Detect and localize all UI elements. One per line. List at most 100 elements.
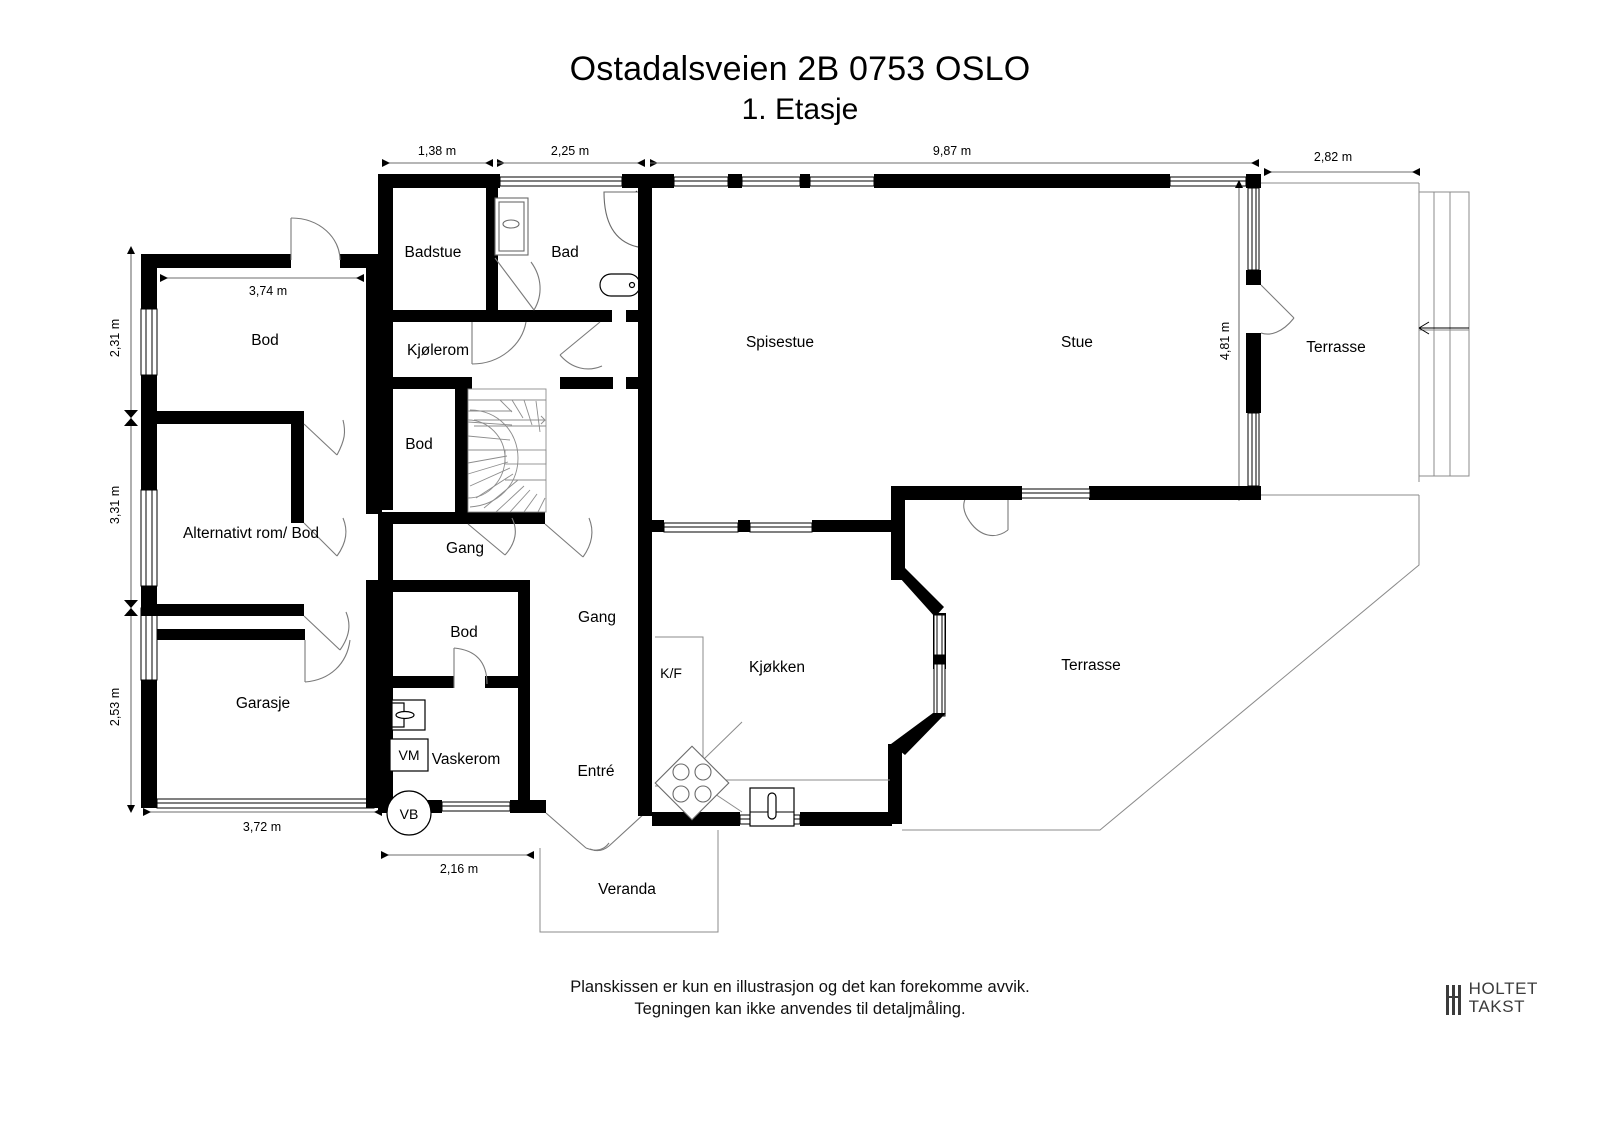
wall-east-living-corner-s bbox=[1246, 486, 1261, 500]
title-block: Ostadalsveien 2B 0753 OSLO 1. Etasje bbox=[0, 48, 1600, 130]
terrasse-lower-outline bbox=[902, 495, 1420, 831]
wall-interior-alt-vert bbox=[291, 411, 304, 511]
wall-kjolerom-bottom-c bbox=[560, 377, 600, 389]
window-north-living-4 bbox=[1169, 176, 1247, 187]
room-label-kjolerom: Kjølerom bbox=[407, 342, 469, 359]
window-spisestue-south-1 bbox=[663, 522, 739, 533]
wall-kitchen-south-b bbox=[800, 812, 892, 826]
dim-left-1: 2,31 m bbox=[108, 319, 122, 357]
logo-line-2: TAKST bbox=[1468, 997, 1526, 1016]
window-spisestue-south-2 bbox=[749, 522, 813, 533]
kitchen-bay-walls bbox=[888, 568, 946, 824]
wall-vaskerom-east-b bbox=[518, 710, 530, 810]
door-bod-stair-gang bbox=[467, 517, 516, 556]
wall-south-stue-b bbox=[1008, 486, 1022, 500]
dim-top-3: 9,87 m bbox=[933, 144, 971, 158]
wall-north-west-a bbox=[141, 254, 291, 268]
window-north-living-1 bbox=[673, 176, 729, 187]
wall-east-living-a bbox=[1246, 270, 1261, 285]
door-alt-gang bbox=[303, 517, 347, 557]
wall-interior-alt-garage-b bbox=[291, 604, 304, 616]
wall-west-4 bbox=[141, 680, 157, 802]
dim-inner-216 bbox=[381, 851, 534, 859]
washing-machine bbox=[389, 738, 429, 772]
wall-west-2 bbox=[141, 375, 157, 490]
room-label-terrasse-upper: Terrasse bbox=[1306, 339, 1365, 356]
wall-center-spine-6 bbox=[638, 626, 652, 816]
stove-icon bbox=[654, 745, 730, 821]
wall-spisestue-south-a bbox=[652, 520, 664, 532]
wall-entre-sw bbox=[534, 800, 546, 813]
dim-inner-374 bbox=[160, 274, 364, 282]
room-label-bod-vask: Bod bbox=[450, 624, 478, 641]
wall-kjolerom-bottom bbox=[393, 377, 459, 389]
dim-inner-4: 4,81 m bbox=[1218, 322, 1232, 360]
room-label-alternativt: Alternativt rom/ Bod bbox=[183, 525, 319, 542]
toilet-icon bbox=[599, 273, 641, 297]
wall-interior-alt-vert-stub bbox=[291, 511, 304, 523]
wall-kjolerom-top-b bbox=[483, 310, 495, 322]
room-label-bod-stair: Bod bbox=[405, 436, 433, 453]
door-bod-vaskerom bbox=[453, 647, 488, 688]
dim-inner-1: 3,74 m bbox=[249, 284, 287, 298]
wall-east-living-corner-n bbox=[1246, 174, 1261, 188]
disclaimer-line-2: Tegningen kan ikke anvendes til detaljmå… bbox=[634, 1000, 966, 1018]
water-heater bbox=[386, 790, 432, 836]
window-north-bad bbox=[499, 176, 623, 187]
wall-west-3 bbox=[141, 586, 157, 608]
dim-inner-372 bbox=[143, 808, 382, 816]
door-terrasse-upper bbox=[1260, 284, 1295, 335]
dim-inner-2: 3,72 m bbox=[243, 820, 281, 834]
room-label-kjokken: Kjøkken bbox=[749, 659, 805, 676]
wall-gang-upper-bottom bbox=[455, 512, 545, 524]
wall-kjolerom-top-d bbox=[600, 310, 612, 322]
wall-kjolerom-top-c bbox=[495, 310, 600, 322]
window-north-living-3 bbox=[809, 176, 875, 187]
wall-north-living-b bbox=[728, 174, 742, 188]
window-west-3 bbox=[140, 607, 158, 681]
window-north-living-2 bbox=[741, 176, 801, 187]
wall-interior-alt-garage bbox=[141, 604, 304, 616]
room-label-garasje: Garasje bbox=[236, 695, 290, 712]
room-label-gang-upper: Gang bbox=[446, 540, 484, 557]
door-garage bbox=[304, 639, 351, 683]
dim-left-3: 2,53 m bbox=[108, 688, 122, 726]
window-south-garage bbox=[156, 798, 375, 809]
dim-inner-481 bbox=[1235, 180, 1243, 501]
room-label-terrasse-lower: Terrasse bbox=[1061, 657, 1120, 674]
wall-vaskerom-top bbox=[382, 580, 530, 592]
wall-center-spine-4 bbox=[638, 516, 652, 556]
door-bod-alt bbox=[303, 419, 346, 456]
wall-north-living-d bbox=[874, 174, 1170, 188]
dim-inner-3: 2,16 m bbox=[440, 862, 478, 876]
wall-north-center-a bbox=[378, 174, 500, 188]
kitchen-sink-icon bbox=[749, 787, 795, 827]
logo-bars-icon bbox=[1445, 981, 1461, 1015]
wall-center-spine-3 bbox=[638, 381, 652, 516]
wall-vaskerom-east-a bbox=[518, 580, 530, 710]
room-label-kf: K/F bbox=[660, 665, 682, 681]
wall-north-living-c bbox=[800, 174, 810, 188]
wall-center-spine-2 bbox=[638, 319, 652, 381]
dim-top-4: 2,82 m bbox=[1314, 150, 1352, 164]
door-entre bbox=[545, 812, 646, 852]
top-dimension-chain bbox=[382, 159, 1420, 176]
room-label-bad: Bad bbox=[551, 244, 579, 261]
staircase bbox=[467, 388, 547, 513]
wall-west-wing-east-3 bbox=[366, 580, 382, 808]
wall-north-living-a bbox=[646, 174, 674, 188]
room-label-stue: Stue bbox=[1061, 334, 1093, 351]
wall-kjolerom-top-a bbox=[393, 310, 483, 322]
dim-top-2: 2,25 m bbox=[551, 144, 589, 158]
door-kjolerom bbox=[471, 321, 527, 365]
wall-spisestue-south-b bbox=[738, 520, 750, 532]
door-badstue-bad bbox=[494, 257, 541, 311]
page-subtitle: 1. Etasje bbox=[741, 93, 859, 126]
room-label-badstue: Badstue bbox=[405, 244, 462, 261]
wall-spisestue-east-1 bbox=[891, 486, 905, 556]
wall-kjolerom-bottom-b bbox=[459, 377, 472, 389]
wall-center-spine-5 bbox=[638, 556, 652, 626]
disclaimer-line-1: Planskissen er kun en illustrasjon og de… bbox=[570, 978, 1030, 996]
dim-left-2: 3,31 m bbox=[108, 486, 122, 524]
